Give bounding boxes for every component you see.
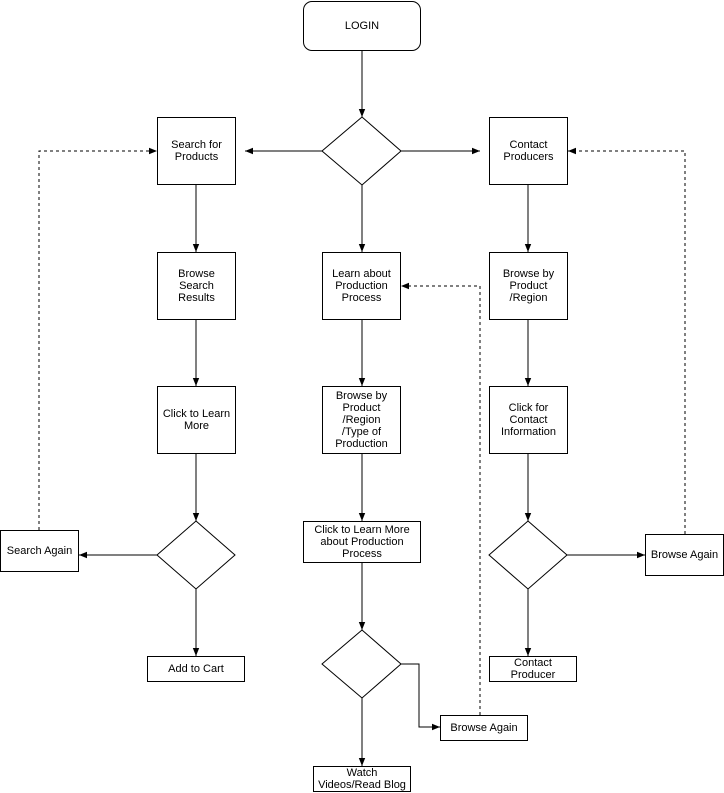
contact-producer-node: Contact Producer xyxy=(489,656,577,682)
search-products-node: Search for Products xyxy=(157,117,236,185)
login-node: LOGIN xyxy=(303,1,421,51)
decision-top xyxy=(321,116,402,186)
click-learn-more-process-node: Click to Learn More about Production Pro… xyxy=(303,521,421,563)
decision-right xyxy=(488,520,568,590)
learn-production-node: Learn about Production Process xyxy=(322,252,401,320)
decision-left xyxy=(156,520,236,590)
edge-search-again-loop xyxy=(38,147,157,530)
browse-search-results-node: Browse Search Results xyxy=(157,252,236,320)
browse-product-region-node: Browse by Product /Region xyxy=(489,252,568,320)
browse-again-right-node: Browse Again xyxy=(645,534,724,576)
click-learn-more-node: Click to Learn More xyxy=(157,386,236,454)
add-to-cart-node: Add to Cart xyxy=(147,656,245,682)
search-again-node: Search Again xyxy=(0,530,79,572)
browse-again-center-node: Browse Again xyxy=(440,715,528,741)
watch-videos-node: Watch Videos/Read Blog xyxy=(313,766,411,792)
browse-product-region-type-node: Browse by Product /Region /Type of Produ… xyxy=(322,386,401,454)
edge-browse-again-right-loop xyxy=(568,147,686,534)
edge-decision-center-to-browse-again xyxy=(401,663,440,731)
contact-producers-node: Contact Producers xyxy=(489,117,568,185)
edge-browse-again-center-loop xyxy=(401,282,481,715)
click-contact-info-node: Click for Contact Information xyxy=(489,386,568,454)
decision-center xyxy=(321,629,402,699)
